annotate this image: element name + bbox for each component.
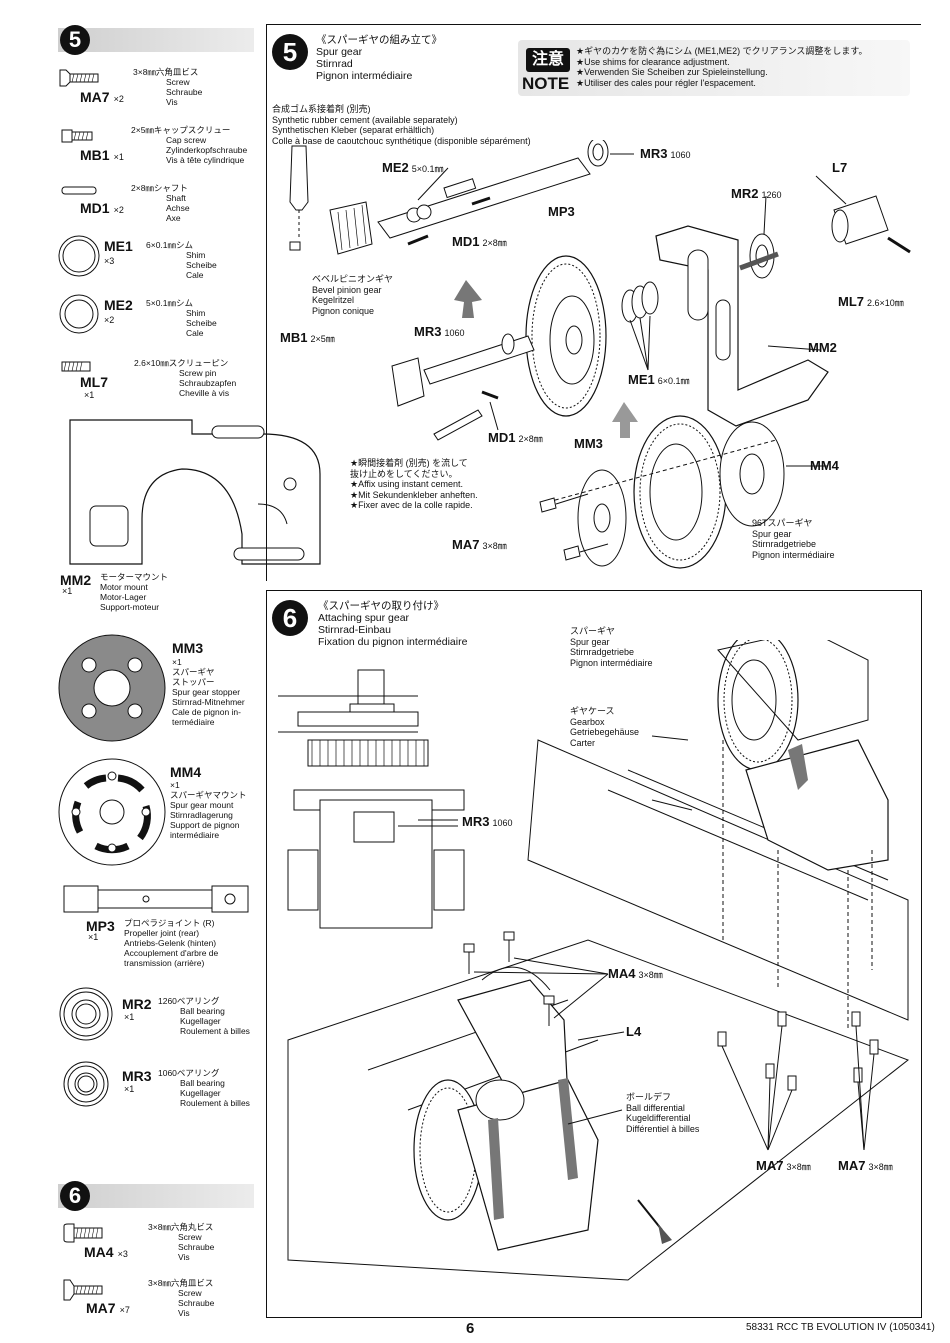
part-desc-ma7: 3×8㎜六角皿ビス Screw Schraube Vis [133, 67, 203, 107]
gearbox-install-drawing [278, 640, 910, 1281]
part-desc-ml7: 2.6×10㎜スクリューピン Screw pin Schraubzapfen C… [134, 358, 237, 398]
shaft-icon [61, 186, 97, 195]
countersunk-screw-icon [59, 69, 99, 87]
gearbox-label: ギヤケース Gearbox Getriebegehäuse Carter [570, 706, 640, 748]
label-mm3: MM3 [574, 436, 603, 451]
page-number: 6 [466, 1320, 475, 1337]
label-l4: L4 [626, 1024, 642, 1039]
part-qty-me1: ×3 [104, 256, 115, 266]
shim-icon [59, 294, 99, 334]
screw-pin-icon [61, 361, 91, 372]
motor-mount-drawing [69, 419, 321, 565]
label-mm2: MM2 [808, 340, 837, 355]
step-number: 6 [272, 600, 308, 636]
label-mm4: MM4 [810, 458, 839, 473]
spur-gear-mount-icon [58, 758, 166, 866]
step5-header-bar [58, 28, 254, 52]
part-code-ml7: ML7 [80, 374, 108, 390]
product-code: 58331 RCC TB EVOLUTION IV (1050341) [746, 1322, 935, 1333]
part-code-mr3: MR3 [122, 1068, 152, 1084]
part-desc-mm2: モーターマウント Motor mount Motor-Lager Support… [100, 572, 169, 612]
note-text: ★ギヤのカケを防ぐ為にシム (ME1,ME2) でクリアランス調整をします。 ★… [576, 46, 868, 88]
step-number: 5 [272, 34, 308, 70]
step-title: 《スパーギヤの取り付け》 Attaching spur gear Stirnra… [318, 600, 468, 648]
label-l7: L7 [832, 160, 848, 175]
step6-header-bar [58, 1184, 254, 1208]
part-desc-mp3: プロペラジョイント (R) Propeller joint (rear) Ant… [124, 918, 219, 968]
shim-icon [58, 235, 100, 277]
hex-screw-icon [63, 1223, 103, 1243]
part-code-mb1: MB1×1 [80, 147, 124, 163]
ball-bearing-icon [59, 987, 113, 1041]
step-number: 6 [60, 1181, 90, 1211]
spur-gear-label: スパーギヤ Spur gear Stirnradgetriebe Pignon … [570, 626, 653, 668]
part-desc-ma4: 3×8㎜六角丸ビス Screw Schraube Vis [148, 1222, 215, 1262]
part-desc-mr2: 1260ベアリング Ball bearing Kugellager Roulem… [158, 996, 250, 1036]
part-qty-mm2: ×1 [62, 586, 73, 596]
part-desc-mr3: 1060ベアリング Ball bearing Kugellager Roulem… [158, 1068, 250, 1108]
part-desc-md1: 2×8㎜シャフト Shaft Achse Axe [131, 183, 190, 223]
part-qty-mr2: ×1 [124, 1012, 135, 1022]
part-code-md1: MD1×2 [80, 200, 124, 216]
instant-cement-note: ★瞬間接着剤 (別売) を流して 抜け止めをしてください。 ★Affix usi… [350, 458, 478, 510]
spur-gear-96t-label: 96Tスパーギヤ Spur gear Stirnradgetriebe Pign… [752, 518, 835, 560]
bevel-pinion-label: ベベルピニオンギヤ Bevel pinion gear Kegelritzel … [312, 274, 394, 316]
ball-bearing-icon [63, 1061, 109, 1107]
propeller-joint-icon [63, 885, 249, 913]
cement-note: 合成ゴム系接着剤 (別売) Synthetic rubber cement (a… [272, 104, 531, 146]
part-code-ma7: MA7×7 [86, 1300, 130, 1316]
part-desc-ma7: 3×8㎜六角皿ビス Screw Schraube Vis [148, 1278, 215, 1318]
note-jp-badge: 注意 [526, 48, 570, 72]
countersunk-screw-icon [63, 1279, 103, 1301]
spur-gear-stopper-icon [58, 634, 166, 742]
ball-diff-label: ボールデフ Ball differential Kugeldifferentia… [626, 1092, 700, 1134]
part-qty-mr3: ×1 [124, 1084, 135, 1094]
part-qty-me2: ×2 [104, 315, 115, 325]
part-desc-mb1: 2×5㎜キャップスクリュー Cap screw Zylinderkopfschr… [131, 125, 248, 165]
step5-panel [266, 24, 921, 581]
part-desc-mm4: ×1 スパーギヤマウント Spur gear mount Stirnradlag… [170, 780, 247, 840]
part-code-me2: ME2 [104, 297, 133, 313]
part-code-mm3: MM3 [172, 640, 204, 656]
step-title: 《スパーギヤの組み立て》 Spur gear Stirnrad Pignon i… [316, 34, 442, 82]
cap-screw-icon [61, 129, 93, 143]
part-code-mp3: MP3 [86, 918, 115, 934]
part-desc-me1: 6×0.1㎜シム Shim Scheibe Cale [146, 240, 217, 280]
part-qty-ml7: ×1 [84, 390, 95, 400]
spur-gear-assembly-drawing [289, 140, 911, 569]
label-mp3: MP3 [548, 204, 575, 219]
part-code-ma7: MA7×2 [80, 89, 124, 105]
step-number: 5 [60, 25, 90, 55]
part-code-me1: ME1 [104, 238, 133, 254]
step6-panel [266, 590, 922, 1318]
note-label: NOTE [522, 74, 570, 93]
part-desc-me2: 5×0.1㎜シム Shim Scheibe Cale [146, 298, 217, 338]
note-box [518, 40, 910, 96]
part-code-ma4: MA4×3 [84, 1244, 128, 1260]
part-desc-mm3: ×1 スパーギヤ ストッパー Spur gear stopper Stirnra… [172, 657, 245, 727]
part-code-mr2: MR2 [122, 996, 152, 1012]
part-qty-mp3: ×1 [88, 932, 99, 942]
part-code-mm2: MM2 [60, 572, 92, 588]
part-code-mm4: MM4 [170, 764, 202, 780]
